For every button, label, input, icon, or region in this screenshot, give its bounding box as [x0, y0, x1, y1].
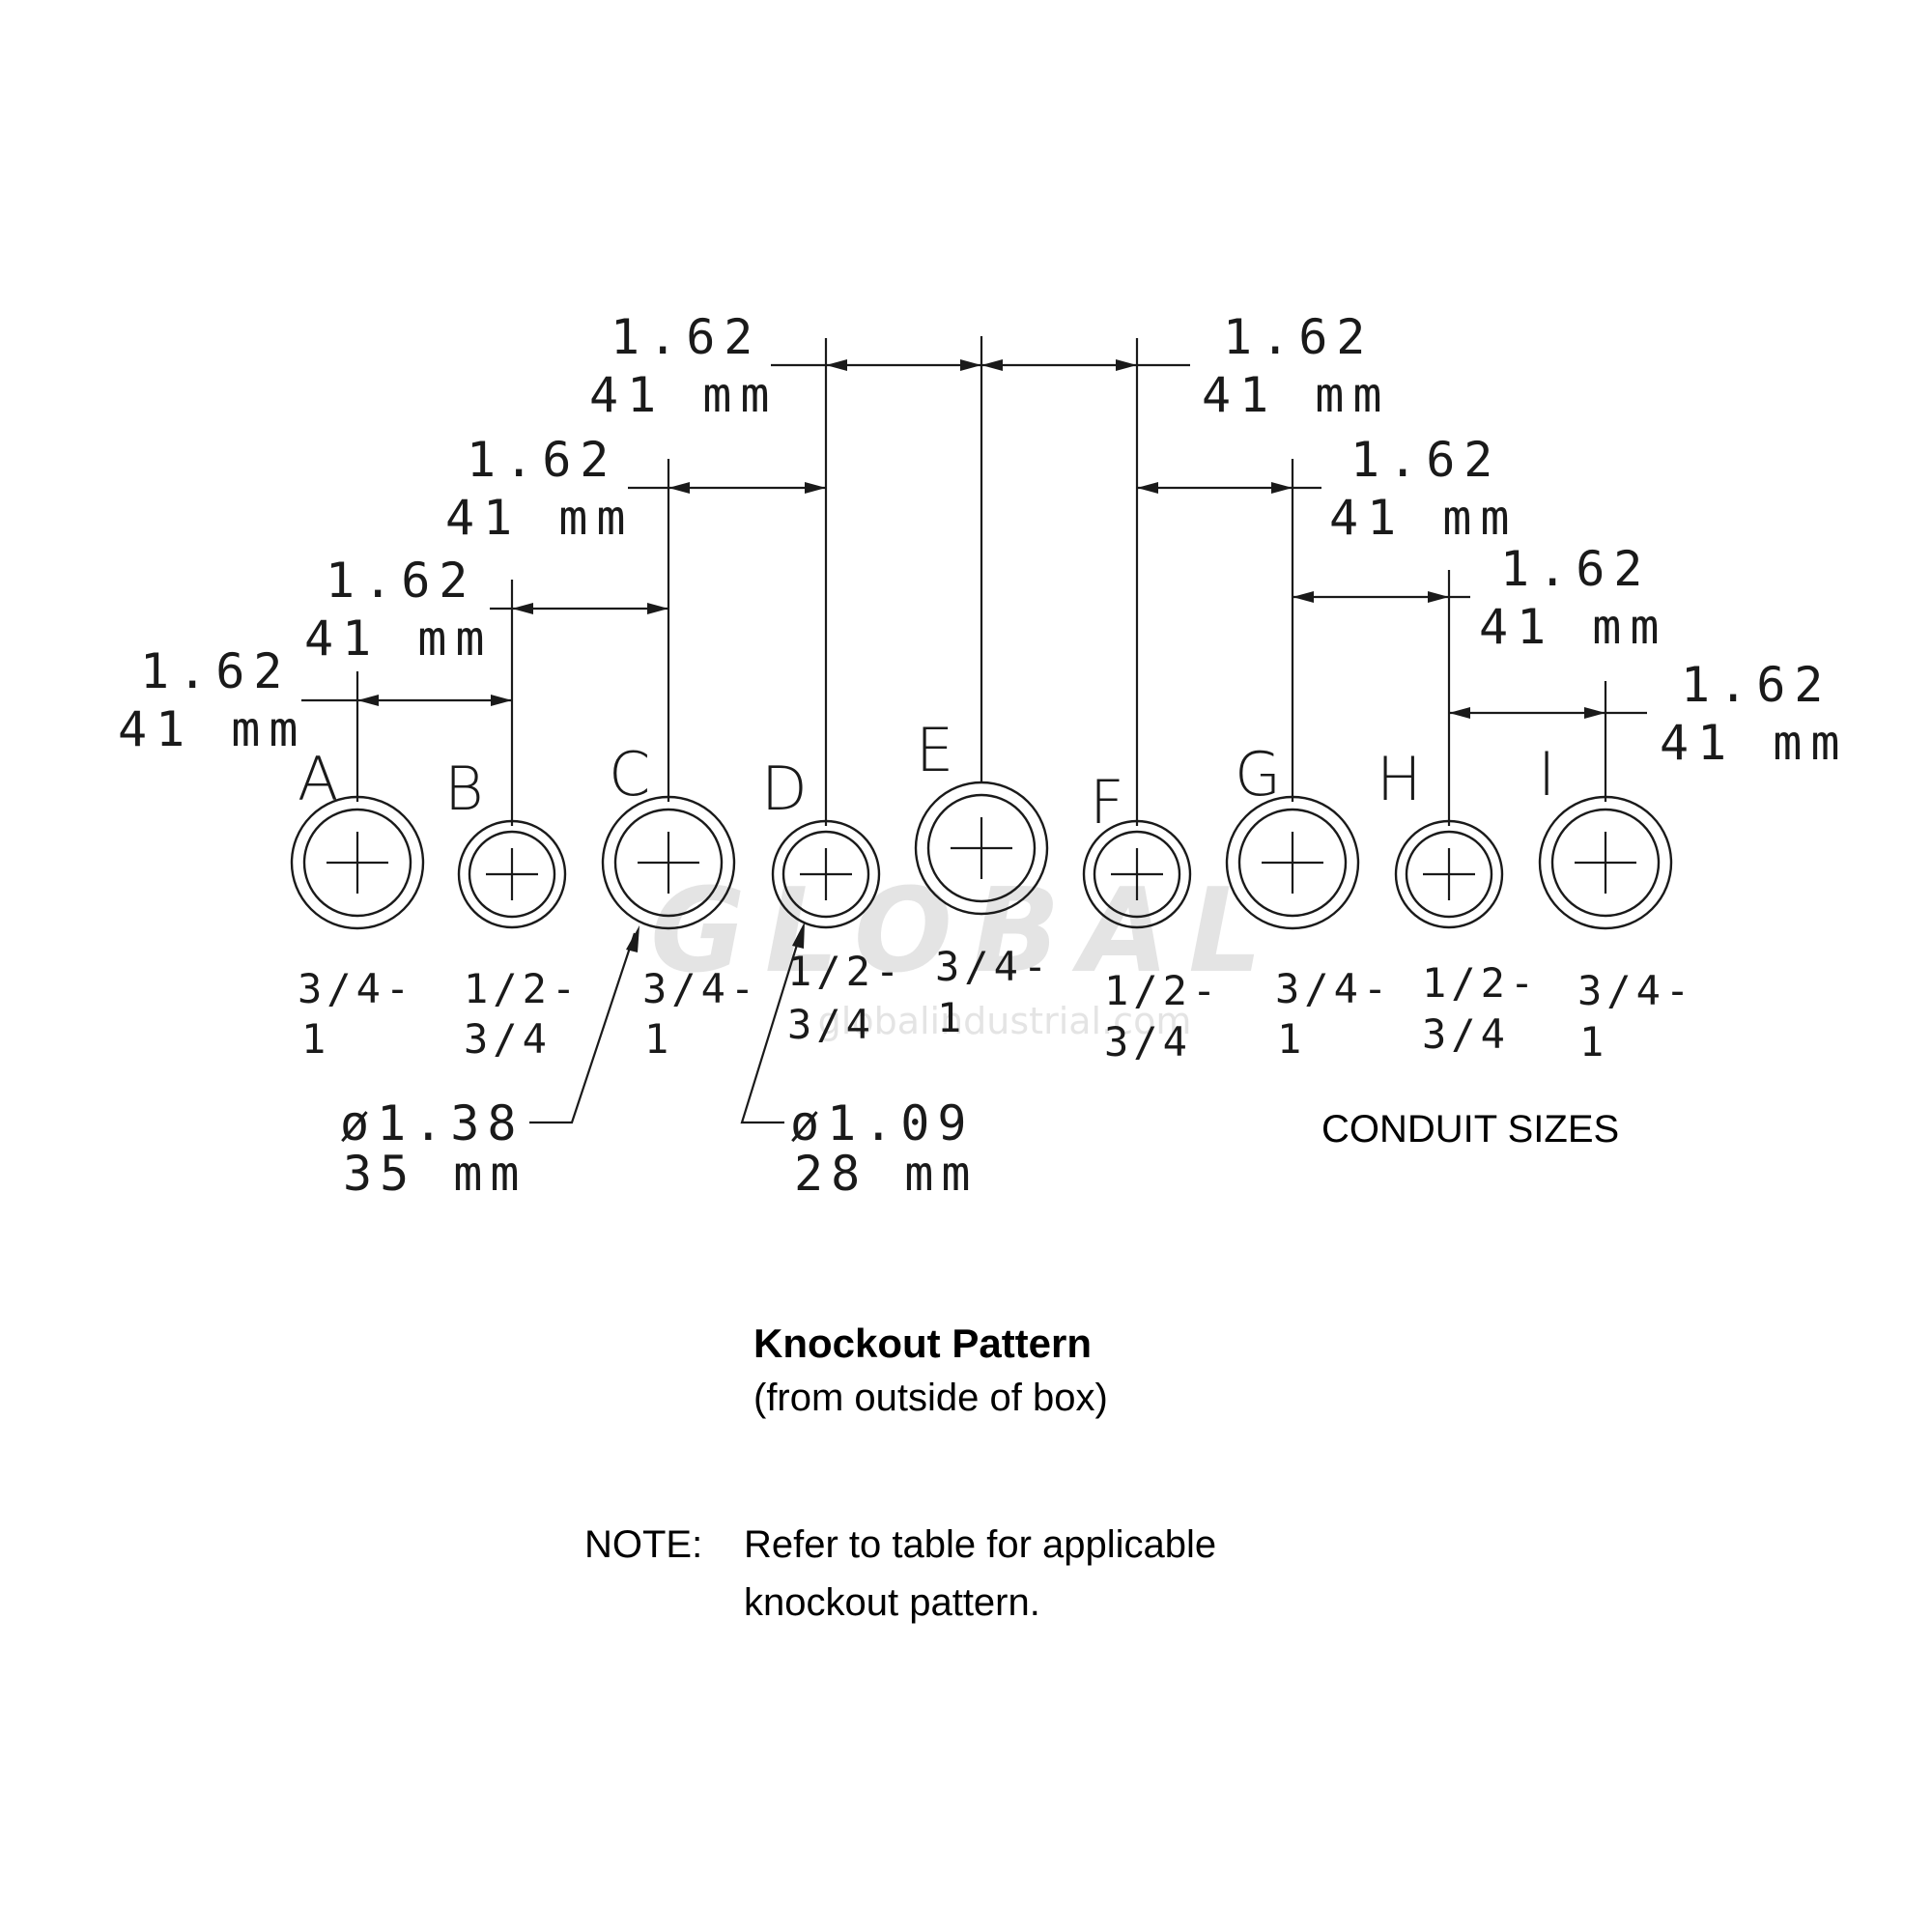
- conduit-size-e-line1: 3/4-: [935, 943, 1052, 990]
- arrow-hi-left: [1449, 707, 1470, 719]
- knockout-d: [771, 819, 881, 929]
- dimension-texts: 1.62 41 mm 1.62 41 mm 1.62 41 mm 1.62 41…: [118, 309, 1849, 771]
- conduit-size-c-line2: 1: [644, 1015, 673, 1063]
- conduit-size-g-line1: 3/4-: [1275, 965, 1392, 1012]
- note-line2: knockout pattern.: [744, 1581, 1040, 1624]
- diameter-arrow-small: [792, 922, 805, 949]
- knockout-label-f: F: [1090, 767, 1124, 838]
- conduit-size-c-line1: 3/4-: [642, 965, 759, 1012]
- diameter-small-mm: 28 mm: [794, 1146, 979, 1202]
- knockout-label-c: C: [609, 739, 650, 810]
- diameter-leader-large: [529, 932, 637, 1124]
- dimension-de-inch: 1.62: [611, 309, 761, 365]
- conduit-size-f-line1: 1/2-: [1104, 967, 1221, 1014]
- knockout-label-a: A: [298, 744, 338, 814]
- dimension-cd-mm: 41 mm: [445, 490, 635, 546]
- diameter-callouts: ø1.38 35 mm ø1.09 28 mm: [340, 922, 979, 1202]
- arrow-gh-left: [1293, 591, 1314, 603]
- diameter-leader-small: [740, 928, 804, 1124]
- conduit-size-g-line2: 1: [1277, 1015, 1306, 1063]
- arrow-cd-right: [805, 482, 826, 494]
- arrow-de-right: [960, 359, 981, 371]
- conduit-size-i-line2: 1: [1579, 1018, 1608, 1065]
- arrow-ab-right: [491, 695, 512, 706]
- dimension-ab-inch: 1.62: [140, 643, 291, 699]
- dimension-fg-inch: 1.62: [1350, 432, 1501, 488]
- knockout-b: [457, 819, 567, 929]
- dimension-arrows: [357, 359, 1605, 719]
- conduit-size-d-line1: 1/2-: [787, 948, 904, 995]
- conduit-size-d-line2: 3/4: [787, 1001, 875, 1048]
- arrow-bc-right: [647, 603, 668, 614]
- diameter-large-mm: 35 mm: [343, 1146, 527, 1202]
- knockout-label-b: B: [444, 753, 484, 824]
- conduit-size-a-line1: 3/4-: [298, 965, 414, 1012]
- knockout-label-h: H: [1377, 744, 1422, 814]
- diameter-large-inch: ø1.38: [340, 1095, 525, 1151]
- knockout-label-g: G: [1235, 739, 1281, 810]
- arrow-ef-right: [1116, 359, 1137, 371]
- dimension-hi-inch: 1.62: [1681, 657, 1832, 713]
- dimension-hi-mm: 41 mm: [1660, 715, 1849, 771]
- conduit-size-f-line2: 3/4: [1104, 1018, 1192, 1065]
- knockout-label-e: E: [916, 715, 953, 785]
- note-label: NOTE:: [584, 1523, 702, 1566]
- watermark: GLOBAL globalindustrial.com: [650, 865, 1282, 1042]
- arrow-gh-right: [1428, 591, 1449, 603]
- knockout-label-i: I: [1538, 739, 1555, 810]
- caption-title: Knockout Pattern: [753, 1321, 1092, 1366]
- knockout-h: [1394, 819, 1504, 929]
- conduit-size-i-line1: 3/4-: [1577, 967, 1694, 1014]
- knockout-f: [1082, 819, 1192, 929]
- knockout-i: [1538, 795, 1673, 930]
- arrow-ab-left: [357, 695, 379, 706]
- dimension-ab-mm: 41 mm: [118, 701, 307, 757]
- conduit-size-a-line2: 1: [301, 1015, 330, 1063]
- arrow-fg-left: [1137, 482, 1158, 494]
- arrow-cd-left: [668, 482, 690, 494]
- knockout-label-d: D: [761, 753, 808, 824]
- diameter-arrow-large: [626, 925, 639, 952]
- dimension-bc-mm: 41 mm: [304, 611, 494, 667]
- watermark-site: globalindustrial.com: [818, 1000, 1192, 1042]
- conduit-sizes-label: CONDUIT SIZES: [1321, 1108, 1619, 1151]
- knockout-g: [1225, 795, 1360, 930]
- dimension-cd-inch: 1.62: [467, 432, 617, 488]
- conduit-size-b-line2: 3/4: [464, 1015, 552, 1063]
- dimension-fg-mm: 41 mm: [1329, 490, 1519, 546]
- arrow-de-left: [826, 359, 847, 371]
- dimension-gh-inch: 1.62: [1500, 541, 1651, 597]
- arrow-ef-left: [981, 359, 1003, 371]
- arrow-bc-left: [512, 603, 533, 614]
- dimension-bc-inch: 1.62: [326, 553, 476, 609]
- dimension-de-mm: 41 mm: [589, 367, 779, 423]
- conduit-size-h-line2: 3/4: [1422, 1010, 1510, 1058]
- knockout-c: [601, 795, 736, 930]
- conduit-size-b-line1: 1/2-: [464, 965, 581, 1012]
- caption-subtitle: (from outside of box): [753, 1377, 1108, 1419]
- dimension-gh-mm: 41 mm: [1479, 599, 1668, 655]
- arrow-hi-right: [1584, 707, 1605, 719]
- knockout-e: [914, 781, 1049, 916]
- conduit-size-e-line2: 1: [937, 994, 966, 1041]
- knockouts: [290, 781, 1673, 930]
- dimension-ef-mm: 41 mm: [1202, 367, 1391, 423]
- knockout-labels: A B C D E F G H I: [298, 715, 1555, 838]
- arrow-fg-right: [1271, 482, 1293, 494]
- conduit-size-h-line1: 1/2-: [1422, 959, 1539, 1007]
- watermark-brand: GLOBAL: [650, 865, 1282, 999]
- dimension-ef-inch: 1.62: [1223, 309, 1374, 365]
- knockout-a: [290, 795, 425, 930]
- diameter-small-inch: ø1.09: [790, 1095, 975, 1151]
- note-line1: Refer to table for applicable: [744, 1523, 1216, 1566]
- conduit-size-labels: 3/4- 1 1/2- 3/4 3/4- 1 1/2- 3/4 3/4- 1 1…: [298, 943, 1694, 1065]
- extension-lines: [355, 336, 1607, 826]
